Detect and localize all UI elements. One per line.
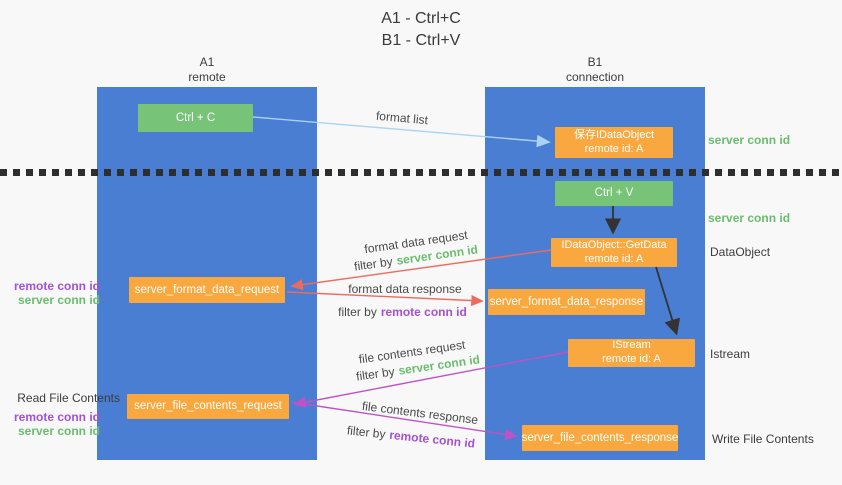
node-ctrl-c: Ctrl + C <box>138 104 253 132</box>
title-line-2: B1 - Ctrl+V <box>381 31 461 49</box>
node-ctrl-c-label: Ctrl + C <box>175 111 216 124</box>
annotation-read-file-contents: Read File Contents <box>17 391 120 405</box>
node-server-format-data-request: server_format_data_request <box>129 277 285 303</box>
node-istream: IStream remote id: A <box>568 339 695 367</box>
annotation-dataobject: DataObject <box>710 245 771 259</box>
lane-a-role: remote <box>188 70 226 84</box>
filter-key-remote-conn: remote conn id <box>388 427 476 451</box>
annotation-format-server-conn-id: server conn id <box>17 293 100 307</box>
node-getdata-line1: IDataObject::GetData <box>561 238 667 251</box>
filter-prefix: filter by <box>338 305 377 319</box>
node-file-response-label: server_file_contents_response <box>521 431 679 444</box>
node-server-file-contents-request: server_file_contents_request <box>127 394 289 419</box>
copy-paste-separator-line <box>0 169 842 176</box>
annotation-server-conn-id-top: server conn id <box>708 133 791 147</box>
lane-b-header: B1 connection <box>485 55 705 85</box>
node-save-idataobject-line1: 保存IDataObject <box>573 128 655 141</box>
node-getdata-line2: remote id: A <box>584 252 644 265</box>
node-ctrl-v-label: Ctrl + V <box>594 187 634 200</box>
node-istream-line1: IStream <box>612 339 651 352</box>
filter-key-remote-conn: remote conn id <box>380 305 467 319</box>
filter-prefix: filter by <box>346 423 387 442</box>
node-idataobject-getdata: IDataObject::GetData remote id: A <box>551 238 677 267</box>
annotation-write-file-contents: Write File Contents <box>712 432 814 446</box>
annotation-server-conn-id-mid: server conn id <box>708 211 791 225</box>
label-format-list: format list <box>375 108 429 128</box>
node-istream-line2: remote id: A <box>602 353 661 365</box>
title-line-1: A1 - Ctrl+C <box>381 10 461 27</box>
lane-a-id: A1 <box>199 55 215 69</box>
node-format-request-label: server_format_data_request <box>134 283 280 296</box>
node-format-response-label: server_format_data_response <box>489 295 644 308</box>
label-format-data-response: format data response <box>348 282 462 296</box>
node-server-file-contents-response: server_file_contents_response <box>522 425 678 451</box>
diagram-title: A1 - Ctrl+C B1 - Ctrl+V <box>0 8 842 51</box>
annotation-file-server-conn-id: server conn id <box>17 424 100 438</box>
node-server-format-data-response: server_format_data_response <box>488 289 645 315</box>
annotation-istream: Istream <box>710 347 751 361</box>
filter-prefix: filter by <box>353 254 394 274</box>
label-file-contents-response: file contents response <box>361 398 479 428</box>
filter-prefix: filter by <box>355 364 396 384</box>
lane-b-id: B1 <box>587 55 603 69</box>
node-save-idataobject-line2: remote id: A <box>584 142 644 155</box>
node-file-request-label: server_file_contents_request <box>134 400 282 413</box>
annotation-file-remote-conn-id: remote conn id <box>13 410 100 424</box>
lane-b-role: connection <box>565 70 625 84</box>
node-ctrl-v: Ctrl + V <box>555 181 673 206</box>
annotation-format-remote-conn-id: remote conn id <box>13 279 100 293</box>
lane-a-header: A1 remote <box>97 55 317 85</box>
node-save-idataobject: 保存IDataObject remote id: A <box>555 127 673 158</box>
